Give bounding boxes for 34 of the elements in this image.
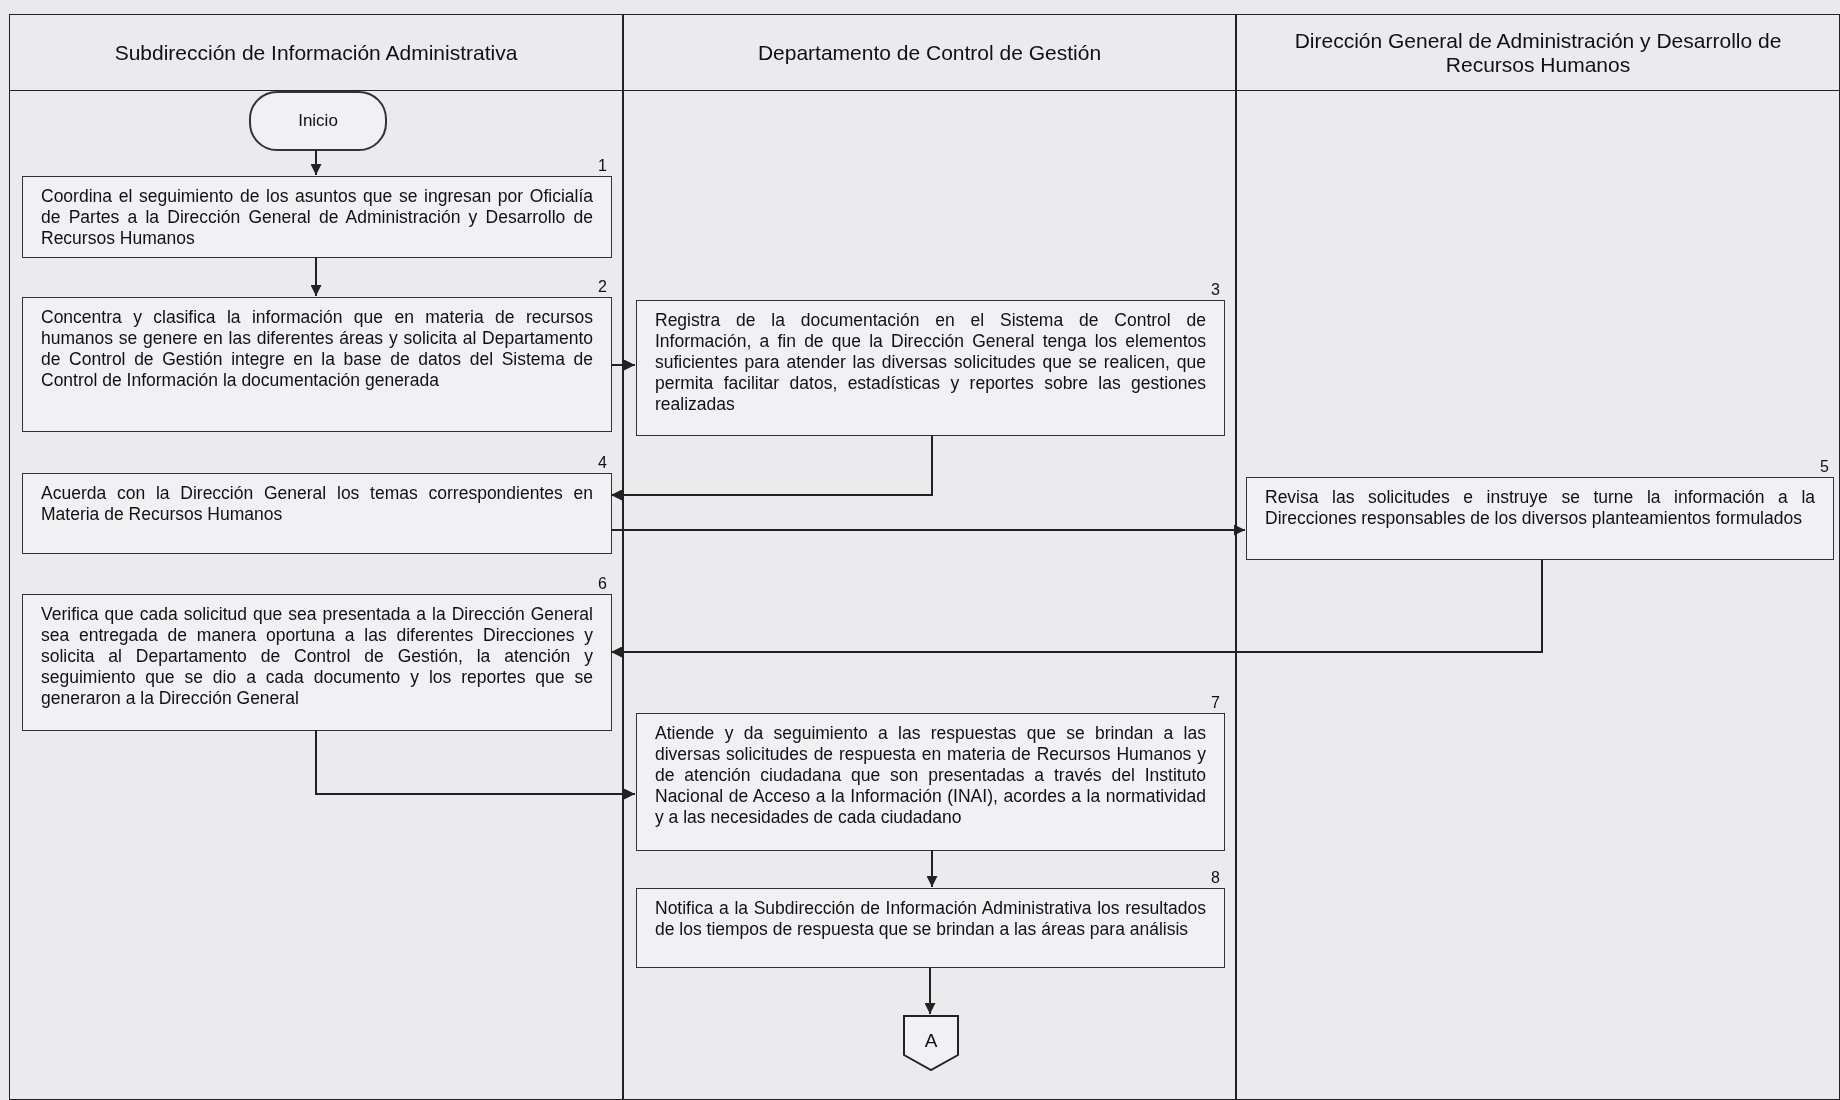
step-number: 8 <box>1211 868 1220 888</box>
lane-header: Departamento de Control de Gestión <box>624 15 1235 91</box>
step-number: 1 <box>598 156 607 176</box>
step-number: 7 <box>1211 693 1220 713</box>
arrow <box>310 149 322 176</box>
process-text: Coordina el seguimiento de los asuntos que se ingresan por Oficialía de Partes a la Dirección General de Administración y Desarrollo de Recursos Humanos <box>41 186 593 248</box>
arrow <box>926 849 938 888</box>
step-number: 5 <box>1820 457 1829 477</box>
process-text: Registra de la documentación en el Sistema de Control de Información, a fin de que la Dirección General tenga los elementos suficientes para atender las diversas solicitudes que se realicen, que permita facilitar datos, estadísticas y reportes sobre las gestiones realizadas <box>655 310 1206 414</box>
arrow <box>610 524 1246 536</box>
terminal-label: Inicio <box>298 111 338 131</box>
arrow <box>924 966 936 1015</box>
process-text: Concentra y clasifica la información que en materia de recursos humanos se genere en las diferentes áreas y solicita al Departamento de Control de Gestión integre en la base de datos del Sistema de Control de Información la documentación generada <box>41 307 593 390</box>
step-number: 3 <box>1211 280 1220 300</box>
arrow <box>610 434 933 501</box>
process-text: Acuerda con la Dirección General los temas correspondientes en Materia de Recursos Humanos <box>41 483 593 524</box>
swimlane <box>1236 14 1840 1100</box>
process-text: Revisa las solicitudes e instruye se turne la información a la Direcciones responsables de los diversos planteamientos formulados <box>1265 487 1815 528</box>
arrow <box>610 359 636 371</box>
step-number: 2 <box>598 277 607 297</box>
arrow <box>610 558 1543 658</box>
connector-label: A <box>924 1030 938 1052</box>
swimlane <box>9 14 623 1100</box>
step-number: 6 <box>598 574 607 594</box>
process-text: Notifica a la Subdirección de Información Administrativa los resultados de los tiempos de respuesta que se brindan a las áreas para análisis <box>655 898 1206 939</box>
step-number: 4 <box>598 453 607 473</box>
swimlane <box>623 14 1236 1100</box>
process-text: Verifica que cada solicitud que sea presentada a la Dirección General sea entregada de manera oportuna a las diferentes Direcciones y solicita al Departamento de Control de Gestión, la atención y seguimiento que se dio a cada documento y los reportes que se generaron a la Dirección General <box>41 604 593 708</box>
offpage-connector <box>903 1015 959 1071</box>
start-terminal <box>249 91 387 151</box>
lane-header: Dirección General de Administración y Desarrollo de Recursos Humanos <box>1237 15 1839 91</box>
arrow <box>310 256 322 297</box>
process-text: Atiende y da seguimiento a las respuestas que se brindan a las diversas solicitudes de respuesta en materia de Recursos Humanos y de atención ciudadana que son presentadas a través del Instituto Nacional de Acceso a la Información (INAI), acordes a la normatividad y a las necesidades de cada ciudadano <box>655 723 1206 827</box>
arrow <box>315 729 636 800</box>
